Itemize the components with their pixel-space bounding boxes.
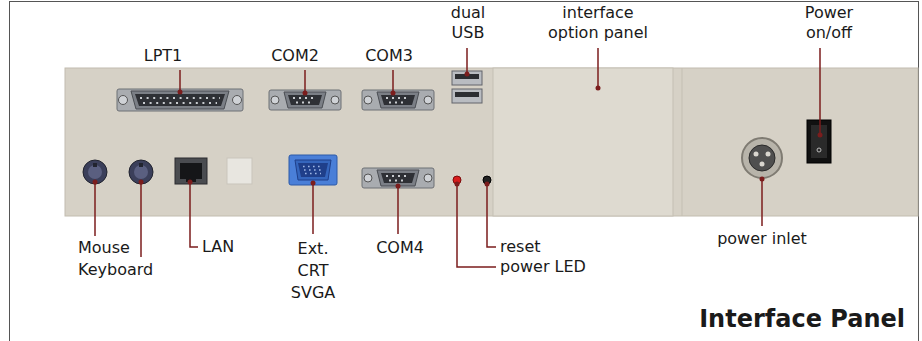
usb-port: [452, 71, 482, 85]
leader-line: [457, 183, 496, 267]
leader-line: [304, 70, 306, 93]
panel-seam: [682, 68, 683, 216]
leader-dot: [818, 133, 823, 138]
leader-dot: [455, 182, 460, 187]
leader-dots: [93, 72, 823, 189]
part-label: COM2: [271, 46, 319, 66]
screw: [119, 96, 128, 105]
connector-socket: [135, 94, 225, 106]
part-label: Mouse: [78, 238, 130, 258]
inlet-pin: [760, 162, 765, 167]
power-switch: [807, 120, 831, 163]
pin-row: [140, 97, 220, 99]
pin-row: [305, 173, 321, 175]
pin-row: [303, 166, 323, 168]
ps2-key: [93, 163, 97, 167]
leader-dot: [396, 184, 401, 189]
leader-dot: [465, 72, 470, 77]
part-label: LPT1: [144, 46, 183, 66]
part-label: COM3: [365, 46, 413, 66]
ps2-port: [83, 160, 107, 184]
leader-line: [597, 48, 599, 88]
leader-dot: [178, 90, 183, 95]
ps2-ports: [83, 160, 153, 184]
diagram-title: Interface Panel: [699, 305, 905, 333]
leader-lines: [95, 48, 820, 267]
part-label: power inlet: [717, 229, 807, 249]
leader-dot: [391, 91, 396, 96]
rj45-housing: [175, 158, 207, 184]
part-label: interface option panel: [541, 3, 655, 43]
part-label: reset: [500, 237, 541, 257]
option-plate: [493, 68, 673, 216]
leader-line: [392, 70, 394, 93]
leader-line: [466, 48, 468, 74]
leader-line: [312, 183, 314, 234]
db9-connector: [362, 90, 434, 110]
usb-ports: [452, 71, 482, 103]
leader-dot: [93, 180, 98, 185]
switch-mark: [817, 148, 821, 152]
usb-port: [452, 89, 482, 103]
part-label: power LED: [500, 257, 586, 277]
pin-row: [304, 169, 322, 171]
part-label: Ext. CRT SVGA: [291, 238, 335, 304]
leader-line: [190, 182, 198, 247]
rj45-port: [175, 158, 207, 184]
part-label: Power on/off: [805, 3, 853, 43]
connector-socket: [298, 163, 328, 177]
ps2-port: [129, 160, 153, 184]
inlet-face: [749, 145, 775, 171]
pin-row: [143, 102, 217, 104]
leader-dot: [311, 181, 316, 186]
ps2-socket: [88, 165, 102, 179]
rj45-socket: [180, 163, 202, 179]
leader-line: [819, 48, 821, 135]
power-inlet-socket: [742, 138, 782, 178]
vga-connector: [289, 155, 337, 185]
inlet-ring: [742, 138, 782, 178]
leader-line: [487, 183, 496, 247]
leader-line: [94, 182, 96, 236]
part-label: Keyboard: [78, 260, 153, 280]
part-label: LAN: [202, 237, 234, 257]
inlet-pin: [754, 152, 759, 157]
connector-flange: [117, 89, 243, 111]
switch-rocker: [811, 125, 827, 158]
connector-shell: [295, 160, 331, 180]
screw: [233, 96, 242, 105]
leader-line: [397, 186, 399, 234]
leader-dot: [188, 180, 193, 185]
usb-slot: [455, 92, 479, 97]
leader-dot: [139, 180, 144, 185]
ps2-socket: [134, 165, 148, 179]
leader-dot: [303, 91, 308, 96]
db9-connector: [362, 168, 434, 188]
leader-dot: [485, 182, 490, 187]
leader-line: [761, 179, 763, 226]
panel-plate: [65, 68, 918, 216]
connector-flange: [289, 155, 337, 185]
leader-line: [140, 182, 142, 257]
leader-line: [179, 70, 181, 92]
part-label: COM4: [376, 238, 424, 258]
switch-body: [807, 120, 831, 163]
inlet-pin: [766, 152, 771, 157]
ps2-key: [139, 163, 143, 167]
figure-frame: [10, 2, 919, 341]
db25-connector: [117, 89, 243, 111]
leader-dot: [760, 177, 765, 182]
leader-dot: [596, 86, 601, 91]
db9-connector: [269, 90, 341, 110]
blank-cover: [227, 158, 252, 184]
part-label: dual USB: [451, 3, 486, 43]
